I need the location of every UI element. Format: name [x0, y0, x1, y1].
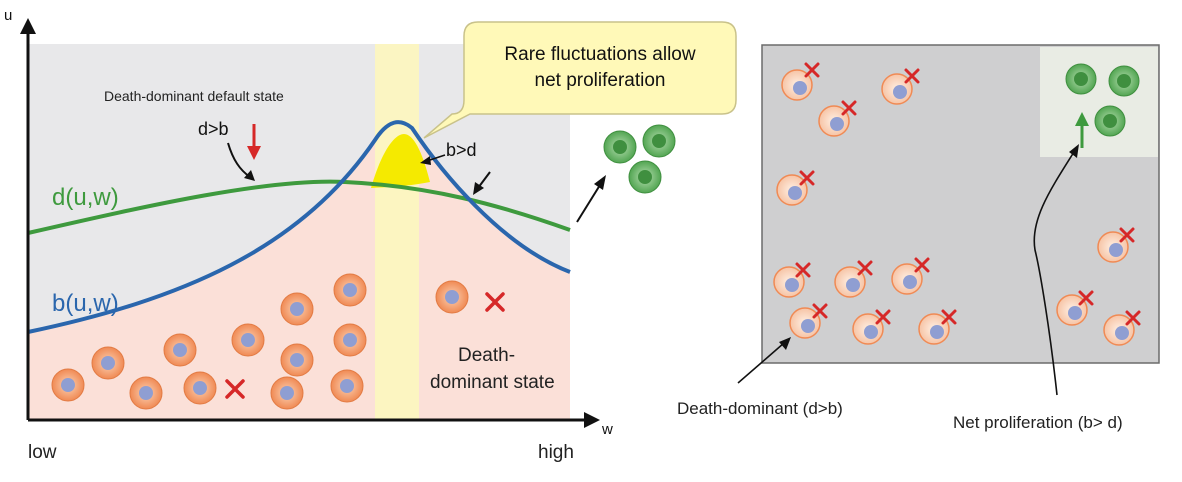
arrow-to-green-cells-icon: [576, 175, 606, 223]
cell-green: [1094, 105, 1126, 137]
cell-orange: [183, 371, 217, 405]
curve-d: [27, 179, 571, 235]
down-arrow-icon: [247, 124, 261, 160]
cell-dying: [918, 313, 950, 345]
cross-icon: [841, 100, 857, 116]
x-high-label: high: [538, 442, 574, 463]
cross-icon: [795, 262, 811, 278]
cross-icon: [804, 62, 820, 78]
cell-orange: [280, 343, 314, 377]
cell-green: [1065, 63, 1097, 95]
cross-icon: [875, 309, 891, 325]
cell-orange: [330, 369, 364, 403]
left-cells: [51, 273, 469, 410]
right-panel: Death-dominant (d>b) Net proliferation (…: [677, 44, 1160, 432]
cell-green: [642, 124, 676, 158]
right-green-cells: [1065, 63, 1140, 137]
cell-orange: [435, 280, 469, 314]
callout-bubble: [423, 21, 737, 139]
cross-icon: [1078, 290, 1094, 306]
pointer-prolif-icon: [1033, 144, 1079, 396]
left-panel: u w low high Death-dominant default stat…: [4, 7, 737, 463]
cell-dying: [789, 307, 821, 339]
cell-dying: [781, 69, 813, 101]
highlight-band: [375, 44, 419, 420]
cell-orange: [129, 376, 163, 410]
curve-b: [27, 120, 571, 334]
cross-icon: [914, 257, 930, 273]
cell-orange: [280, 292, 314, 326]
pointer-death-icon: [737, 337, 791, 384]
callout-text-2: net proliferation: [535, 70, 666, 91]
callout-text-1: Rare fluctuations allow: [504, 44, 695, 65]
x-low-label: low: [28, 442, 57, 463]
cross-icon: [812, 303, 828, 319]
cell-orange: [163, 333, 197, 367]
cell-orange: [333, 323, 367, 357]
right-cells: [773, 69, 1135, 346]
death-state-label-1: Death-: [458, 345, 515, 366]
cell-dying: [891, 263, 923, 295]
cross-icon: [904, 68, 920, 84]
cell-dying: [852, 313, 884, 345]
death-state-label-2: dominant state: [430, 372, 555, 393]
pointer-arrow-d-icon: [227, 142, 255, 181]
cross-icon: [799, 170, 815, 186]
region-top-label: Death-dominant default state: [104, 88, 284, 104]
up-arrow-icon: [1075, 112, 1089, 148]
cell-orange: [270, 376, 304, 410]
x-axis-label: w: [601, 421, 613, 438]
pointer-arrow-bd-icon: [420, 154, 446, 165]
label-death-dominant: Death-dominant (d>b): [677, 399, 843, 418]
proliferation-patch: [1040, 47, 1158, 157]
cell-orange: [51, 368, 85, 402]
green-cell-cluster: [603, 124, 676, 194]
d-gt-b-label: d>b: [198, 119, 229, 139]
cross-icon: [941, 309, 957, 325]
cell-dying: [776, 174, 808, 206]
label-net-proliferation: Net proliferation (b> d): [953, 413, 1123, 432]
cell-dying: [818, 105, 850, 137]
right-crosses: [795, 62, 1141, 326]
cross-icon: [485, 292, 505, 312]
cell-dying: [834, 266, 866, 298]
cross-icon: [857, 260, 873, 276]
cell-orange: [231, 323, 265, 357]
curve-d-label: d(u,w): [52, 184, 119, 211]
pointer-arrow-b-icon: [473, 171, 491, 195]
cell-green: [603, 130, 637, 164]
b-gt-d-label: b>d: [446, 140, 477, 160]
cross-icon: [1119, 227, 1135, 243]
axes: [20, 18, 600, 428]
cell-orange: [333, 273, 367, 307]
cell-green: [628, 160, 662, 194]
cell-orange: [91, 346, 125, 380]
curve-b-label: b(u,w): [52, 290, 119, 317]
cross-icon: [1125, 310, 1141, 326]
y-axis-label: u: [4, 7, 12, 24]
fluctuation-peak-fill: [371, 134, 430, 188]
cell-green: [1108, 65, 1140, 97]
cell-dying: [881, 73, 913, 105]
cross-icon: [225, 379, 245, 399]
